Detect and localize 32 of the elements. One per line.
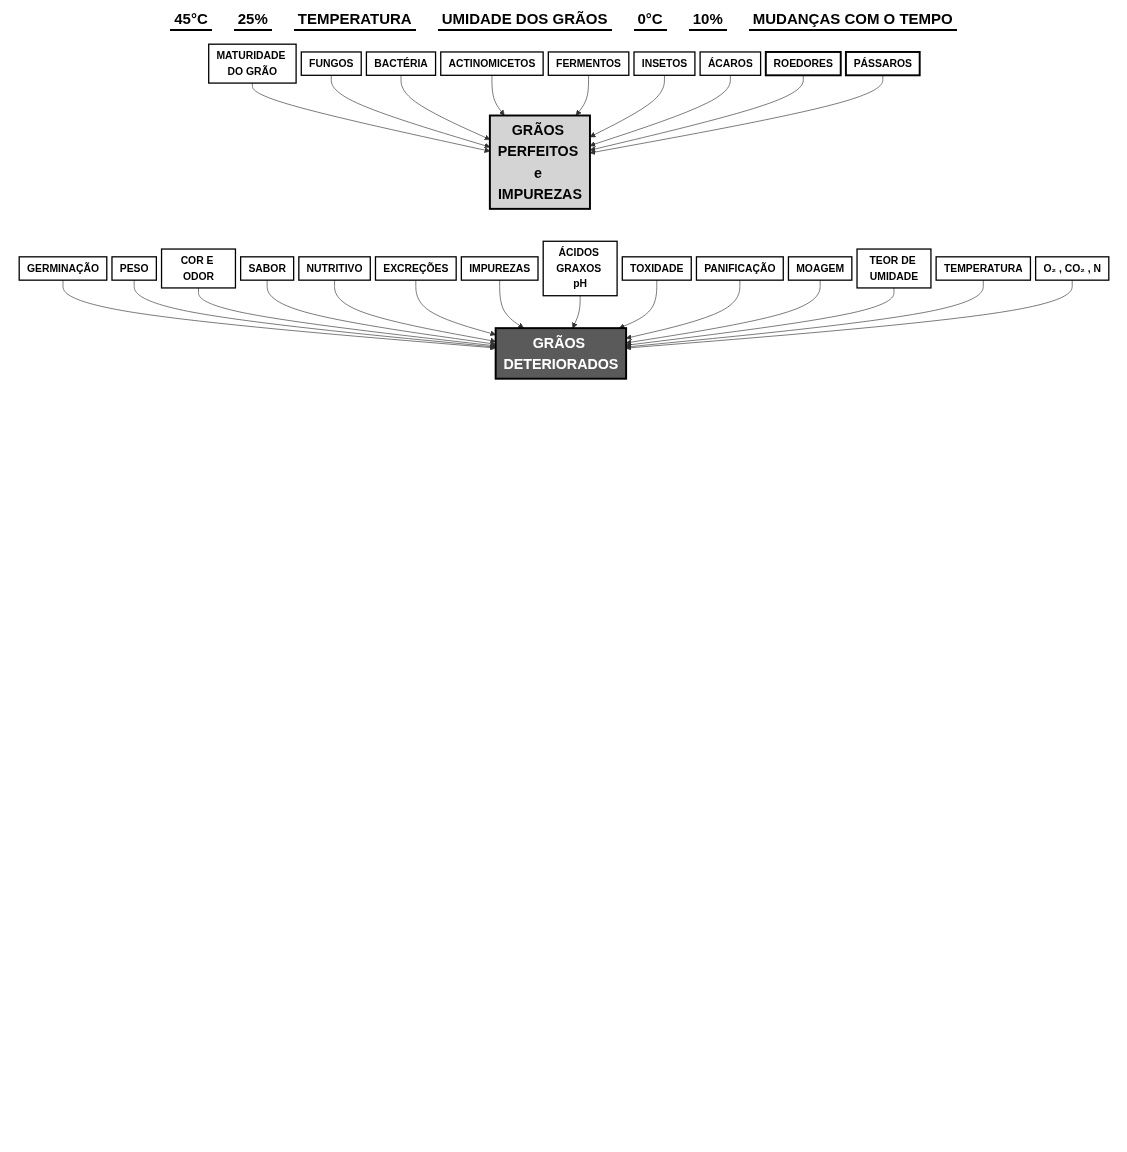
scale-label: UMIDADE DOS GRÃOS [437,8,612,31]
node-box: EXCREÇÕES [374,256,457,281]
node-box: ACTINOMICETOS [439,51,544,76]
node-box: TOXIDADE [621,256,692,281]
scale-label: 45°C [170,8,212,31]
node-box: MATURIDADE DO GRÃO [207,43,297,84]
node-box: ROEDORES [764,51,842,77]
node-box: TEMPERATURA [934,256,1031,281]
node-box: ÁCAROS [698,51,761,76]
node-box: FERMENTOS [547,51,629,76]
node-box: BACTÉRIA [365,51,436,76]
node-box: PANIFICAÇÃO [695,256,784,281]
node-box: PÁSSAROS [844,51,921,77]
node-box: O₂ , CO₂ , N [1034,256,1109,281]
node-box: NUTRITIVO [297,256,371,281]
scale-label: TEMPERATURA [293,8,416,31]
node-box: PESO [110,256,157,281]
scale-label: MUDANÇAS COM O TEMPO [748,8,957,31]
scale-label: 10% [688,8,727,31]
node-box: GRÃOS DETERIORADOS [494,327,627,380]
scale-label: 0°C [633,8,667,31]
node-box: GRÃOS PERFEITOS e IMPUREZAS [488,114,591,210]
scale-label: 25% [233,8,272,31]
node-box: IMPUREZAS [460,256,539,281]
node-box: ÁCIDOS GRAXOS pH [542,240,618,297]
node-box: TEOR DE UMIDADE [855,248,932,289]
node-box: INSETOS [632,51,696,76]
node-box: GERMINAÇÃO [18,256,107,281]
node-box: SABOR [239,256,294,281]
node-box: FUNGOS [300,51,362,76]
node-box: COR E ODOR [160,248,236,289]
node-box: MOAGEM [787,256,852,281]
